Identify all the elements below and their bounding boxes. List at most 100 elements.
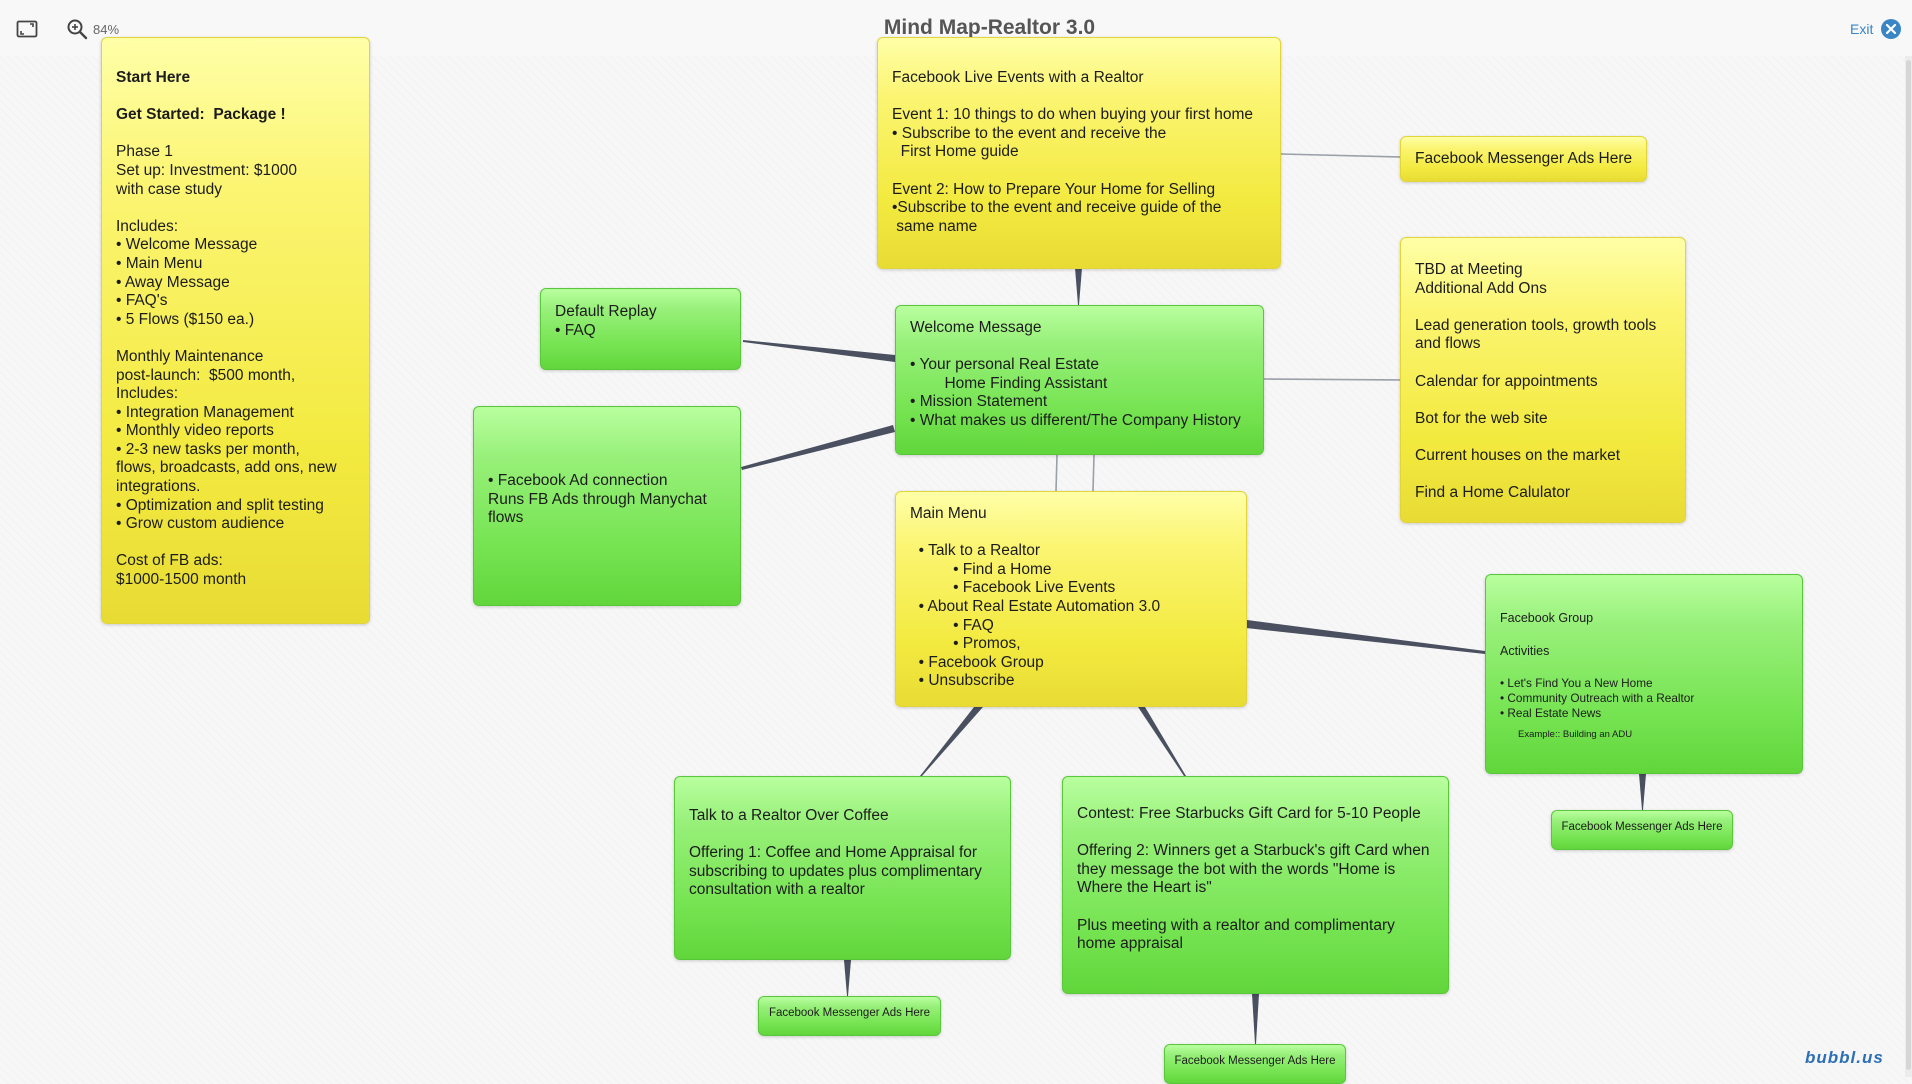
- connector-welcome-tbd: [1263, 378, 1401, 381]
- node-line: • 5 Flows ($150 ea.): [116, 310, 255, 328]
- connector-main-contest: [1138, 707, 1186, 776]
- node-line: Bot for the web site: [1415, 409, 1548, 427]
- node-line: [1077, 824, 1434, 843]
- node-line: • Integration Management: [116, 403, 294, 421]
- node-line: Default Replay: [555, 303, 657, 320]
- node-line: [1415, 391, 1671, 410]
- node-line: • 2-3 new tasks per month,: [116, 440, 300, 458]
- connector-welcome-main-b: [1092, 454, 1095, 492]
- node-line: Facebook Group: [1500, 611, 1594, 625]
- node-messenger-ads-coffee[interactable]: Facebook Messenger Ads Here: [758, 996, 941, 1036]
- node-line: Facebook Messenger Ads Here: [1174, 1054, 1336, 1067]
- connector-default-replay-welcome: [743, 340, 895, 362]
- node-line: • Find a Home: [910, 560, 1052, 578]
- node-line: flows, broadcasts, add ons, new: [116, 459, 337, 477]
- node-line: Lead generation tools, growth tools: [1415, 316, 1657, 334]
- node-messenger-ads-group[interactable]: Facebook Messenger Ads Here: [1551, 810, 1733, 850]
- connector-group-ads: [1639, 774, 1646, 810]
- node-facebook-group[interactable]: Facebook Group Activities • Let's Find Y…: [1485, 574, 1803, 774]
- node-line: Plus meeting with a realtor and complime…: [1077, 916, 1395, 934]
- node-tbd-add-ons[interactable]: TBD at Meeting Additional Add Ons Lead g…: [1400, 237, 1686, 523]
- node-line: Set up: Investment: $1000: [116, 161, 297, 179]
- node-line: First Home guide: [892, 143, 1019, 161]
- zoom-icon[interactable]: [66, 18, 88, 40]
- node-line: Get Started: Package !: [116, 106, 286, 124]
- node-contest[interactable]: Contest: Free Starbucks Gift Card for 5-…: [1062, 776, 1449, 994]
- logo: bubbl.us: [1805, 1048, 1884, 1067]
- exit-button[interactable]: Exit: [1850, 21, 1874, 37]
- node-line: Home Finding Assistant: [910, 374, 1108, 392]
- node-line: Where the Heart is": [1077, 879, 1212, 897]
- node-line: same name: [892, 217, 978, 235]
- node-line: • Subscribe to the event and receive the: [892, 124, 1167, 142]
- zoom-level: 84%: [93, 22, 120, 37]
- node-line: • Let's Find You a New Home: [1500, 676, 1653, 691]
- node-line: [116, 199, 355, 218]
- node-line: [1415, 466, 1671, 485]
- node-messenger-ads-contest[interactable]: Facebook Messenger Ads Here: [1164, 1044, 1346, 1084]
- node-line: [116, 534, 355, 553]
- node-line: consultation with a realtor: [689, 881, 865, 899]
- node-line: Current houses on the market: [1415, 446, 1621, 464]
- node-line: Activities: [1500, 643, 1550, 658]
- node-line: Offering 1: Coffee and Home Appraisal fo…: [689, 844, 978, 862]
- connector-live-events-ads: [1280, 153, 1401, 158]
- node-line: • Facebook Group: [910, 653, 1044, 671]
- node-line: Additional Add Ons: [1415, 279, 1547, 297]
- node-line: • Grow custom audience: [116, 515, 285, 533]
- node-line: • About Real Estate Automation 3.0: [910, 597, 1161, 615]
- connector-main-coffee: [920, 707, 983, 776]
- node-line: • What makes us different/The Company Hi…: [910, 411, 1241, 429]
- fit-screen-icon[interactable]: [16, 18, 38, 40]
- node-line: flows: [488, 509, 524, 527]
- node-line: Start Here: [116, 69, 191, 86]
- node-line: [689, 826, 996, 845]
- node-live-events[interactable]: Facebook Live Events with a Realtor Even…: [877, 37, 1281, 269]
- node-line: Offering 2: Winners get a Starbuck's gif…: [1077, 842, 1430, 860]
- node-line: • Facebook Live Events: [910, 579, 1116, 597]
- node-default-replay[interactable]: Default Replay • FAQ: [540, 288, 741, 370]
- node-line: • Your personal Real Estate: [910, 356, 1099, 374]
- node-line: • Facebook Ad connection: [488, 472, 668, 490]
- node-line: • Real Estate News: [1500, 706, 1602, 721]
- node-main-menu[interactable]: Main Menu • Talk to a Realtor • Find a H…: [895, 491, 1247, 707]
- close-icon[interactable]: [1880, 18, 1902, 40]
- node-line: •Subscribe to the event and receive guid…: [892, 199, 1222, 217]
- node-line: Event 1: 10 things to do when buying you…: [892, 106, 1254, 124]
- node-line: post-launch: $500 month,: [116, 366, 296, 384]
- connector-coffee-ads: [844, 960, 851, 996]
- node-line: • FAQ's: [116, 292, 168, 310]
- node-line: Calendar for appointments: [1415, 372, 1598, 390]
- node-line: Includes:: [116, 217, 179, 235]
- node-line: Monthly Maintenance: [116, 347, 264, 365]
- connector-main-fb-group: [1246, 620, 1485, 654]
- node-line: Welcome Message: [910, 319, 1042, 336]
- node-line: [116, 88, 355, 107]
- node-line: they message the bot with the words "Hom…: [1077, 860, 1396, 878]
- node-line: home appraisal: [1077, 935, 1183, 953]
- node-line: Talk to a Realtor Over Coffee: [689, 807, 889, 824]
- node-line: Phase 1: [116, 143, 173, 161]
- node-line: Cost of FB ads:: [116, 552, 223, 570]
- node-line: Facebook Messenger Ads Here: [1415, 149, 1633, 167]
- page-title: Mind Map-Realtor 3.0: [883, 16, 1096, 39]
- node-coffee[interactable]: Talk to a Realtor Over Coffee Offering 1…: [674, 776, 1011, 960]
- node-messenger-ads-top[interactable]: Facebook Messenger Ads Here: [1400, 136, 1647, 182]
- node-line: • Optimization and split testing: [116, 496, 324, 514]
- node-fb-ad-connection[interactable]: • Facebook Ad connection Runs FB Ads thr…: [473, 406, 741, 606]
- node-welcome-message[interactable]: Welcome Message • Your personal Real Est…: [895, 305, 1264, 455]
- node-line: Main Menu: [910, 505, 987, 522]
- node-line: [116, 125, 355, 144]
- node-line: [116, 329, 355, 348]
- node-start-here[interactable]: Start Here Get Started: Package ! Phase …: [101, 37, 370, 624]
- node-line: • Main Menu: [116, 254, 203, 272]
- node-line: Runs FB Ads through Manychat: [488, 490, 707, 508]
- node-line: • Mission Statement: [910, 393, 1048, 411]
- node-line: Facebook Messenger Ads Here: [768, 1006, 931, 1019]
- connector-fb-ad-welcome: [741, 425, 895, 470]
- node-line: subscribing to updates plus complimentar…: [689, 862, 982, 880]
- node-line: [1415, 428, 1671, 447]
- connector-welcome-main-a: [1055, 454, 1058, 492]
- scrollbar-thumb[interactable]: [1906, 60, 1911, 1070]
- node-line: $1000-1500 month: [116, 571, 247, 589]
